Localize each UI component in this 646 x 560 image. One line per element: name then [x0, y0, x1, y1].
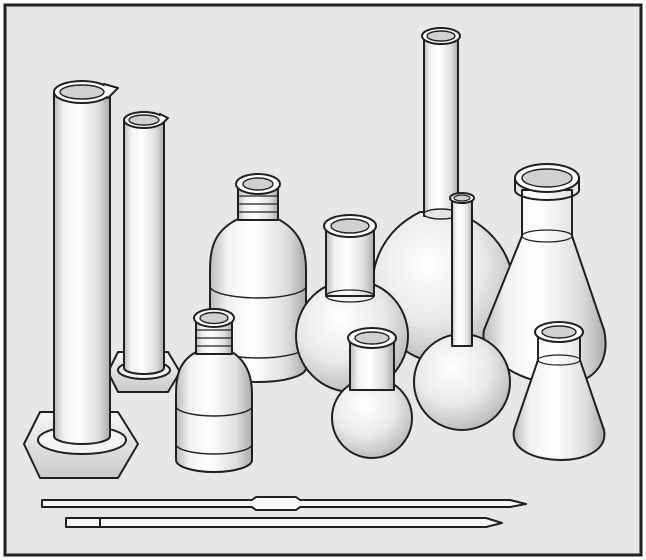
erlenmeyer-flask-small	[512, 321, 606, 461]
graduated-cylinder-small	[107, 111, 181, 393]
volumetric-flask-small	[413, 192, 511, 431]
wide-neck-bottle-small	[175, 308, 253, 473]
graduated-cylinder-large	[23, 80, 139, 479]
graduated-pipette	[65, 517, 503, 528]
round-bottom-flask-small	[331, 327, 413, 459]
bulb-pipette	[41, 496, 527, 511]
wide-neck-bottle-large	[209, 173, 307, 383]
